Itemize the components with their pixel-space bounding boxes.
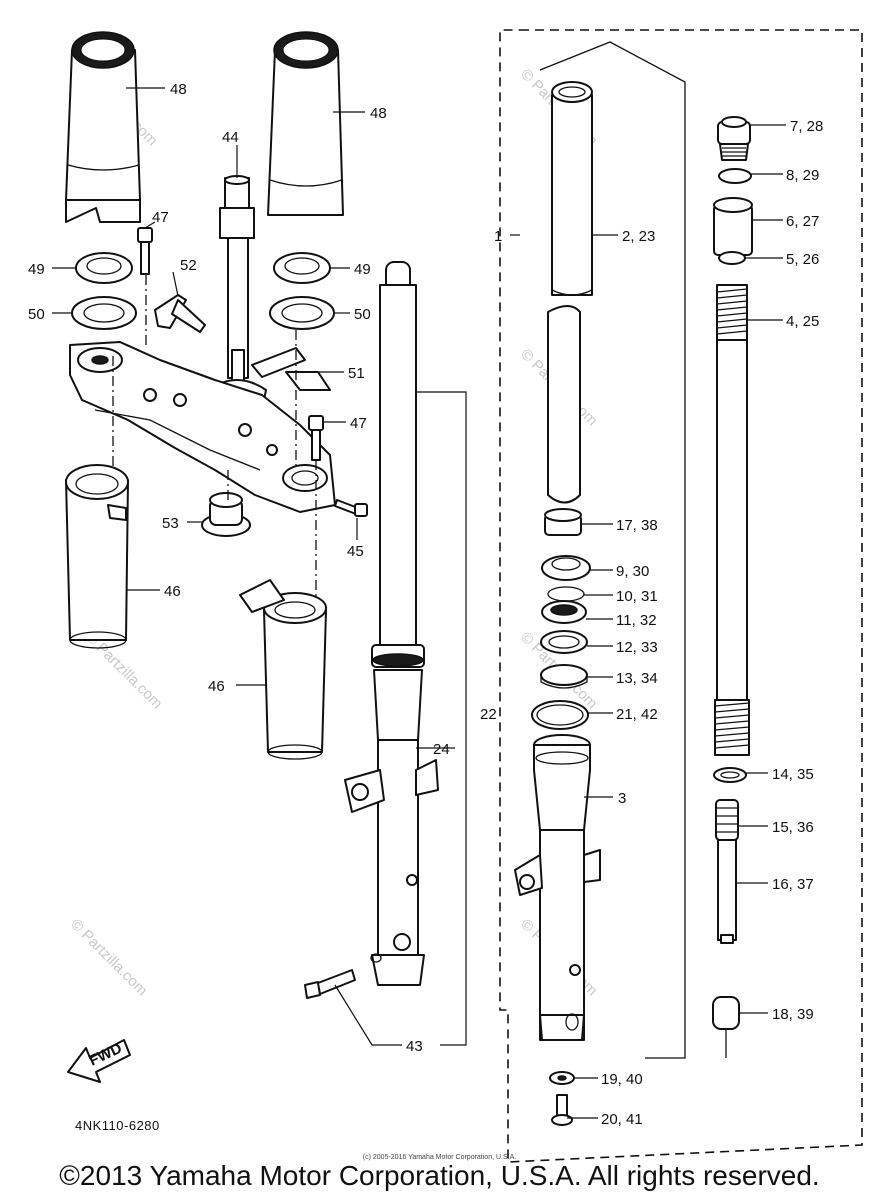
callout-53: 53	[162, 515, 179, 532]
inner-tube-2-23	[547, 81, 593, 504]
washer-19-40	[549, 1071, 575, 1085]
callout-44: 44	[222, 129, 239, 146]
circlip-10-31	[547, 586, 585, 602]
o-ring-21-42	[531, 700, 589, 730]
guide-lines	[112, 275, 317, 600]
cap-bolt-7-28	[717, 116, 751, 161]
bolt-45	[334, 499, 368, 517]
leader-lines	[52, 87, 786, 1119]
callout-17-38: 17, 38	[616, 517, 658, 534]
callout-4-25: 4, 25	[786, 313, 819, 330]
fork-assembly-22	[344, 261, 439, 986]
washer-50-right	[269, 296, 335, 330]
clamp-52	[154, 294, 206, 333]
seal-49-left	[75, 252, 133, 284]
callout-50-left: 50	[28, 306, 45, 323]
ring-14-35	[713, 767, 747, 783]
assembly-boundary	[499, 29, 863, 1163]
watermark: © Partzilla.com	[67, 916, 150, 999]
small-copyright-text: (c) 2005-2016 Yamaha Motor Corporation, …	[362, 1154, 517, 1161]
callout-12-33: 12, 33	[616, 639, 658, 656]
under-bracket	[69, 341, 336, 513]
callout-6-27: 6, 27	[786, 213, 819, 230]
callout-21-42: 21, 42	[616, 706, 658, 723]
bolt-47-upper	[137, 227, 153, 275]
spacer-6-27	[713, 197, 753, 256]
callout-47-lower: 47	[350, 415, 367, 432]
callout-51: 51	[348, 365, 365, 382]
spring-4-25	[714, 284, 750, 756]
callout-7-28: 7, 28	[790, 118, 823, 135]
callout-13-34: 13, 34	[616, 670, 658, 687]
callout-18-39: 18, 39	[772, 1006, 814, 1023]
washer-12-33	[540, 630, 588, 654]
callout-49-right: 49	[354, 261, 371, 278]
forward-arrow-icon: FWD	[67, 1039, 131, 1083]
assembly-bracket	[539, 41, 686, 1059]
seal-49-right	[273, 252, 331, 284]
callout-10-31: 10, 31	[616, 588, 658, 605]
callout-14-35: 14, 35	[772, 766, 814, 783]
callout-48-right: 48	[370, 105, 387, 122]
callout-8-29: 8, 29	[786, 167, 819, 184]
callout-43: 43	[406, 1038, 423, 1055]
callout-11-32: 11, 32	[616, 612, 657, 629]
lower-cover-46-left	[65, 464, 129, 649]
callout-9-30: 9, 30	[616, 563, 649, 580]
nut-cap-53	[201, 492, 251, 537]
callout-46-left: 46	[164, 583, 181, 600]
dust-seal-9-30	[541, 555, 591, 581]
callout-50-right: 50	[354, 306, 371, 323]
steering-stem-44	[207, 175, 267, 416]
callout-3: 3	[618, 790, 626, 807]
bolt-43	[304, 969, 356, 999]
oil-seal-11-32	[541, 600, 587, 624]
lower-cover-46-right	[239, 579, 327, 760]
callout-2-23: 2, 23	[622, 228, 655, 245]
callout-24: 24	[433, 741, 450, 758]
washer-50-left	[71, 296, 137, 330]
callout-52: 52	[180, 257, 197, 274]
callout-45: 45	[347, 543, 364, 560]
copyright-text: ©2013 Yamaha Motor Corporation, U.S.A. A…	[59, 1160, 820, 1191]
diagram-code-label: 4NK110-6280	[75, 1118, 160, 1133]
callout-46-right: 46	[208, 678, 225, 695]
washer-5-26	[718, 251, 746, 265]
callout-19-40: 19, 40	[601, 1071, 643, 1088]
callout-49-left: 49	[28, 261, 45, 278]
piston-ring-15-36	[715, 799, 739, 841]
upper-cover-48-left	[65, 31, 141, 223]
bushing-17-38	[544, 508, 582, 536]
callout-labels: 48 48 44 47 52 49 50 49 50 51 47 53 45 4…	[28, 81, 823, 1128]
callout-20-41: 20, 41	[601, 1111, 643, 1128]
callout-22: 22	[480, 706, 497, 723]
upper-cover-48-right	[267, 31, 344, 216]
watermark: © Partzilla.com	[82, 629, 165, 712]
outer-tube-3	[514, 734, 601, 1041]
bolt-20-41	[551, 1094, 573, 1126]
callout-1: 1	[494, 228, 502, 245]
bolt-47-lower	[308, 415, 324, 461]
callout-47-upper: 47	[152, 209, 169, 226]
callout-15-36: 15, 36	[772, 819, 814, 836]
o-ring-8-29	[718, 168, 752, 184]
callout-16-37: 16, 37	[772, 876, 814, 893]
oil-lock-18-39	[712, 996, 740, 1030]
callout-48-left: 48	[170, 81, 187, 98]
cable-guide-51	[251, 347, 331, 391]
damper-rod-16-37	[717, 839, 737, 944]
bushing-13-34	[540, 664, 588, 689]
callout-5-26: 5, 26	[786, 251, 819, 268]
